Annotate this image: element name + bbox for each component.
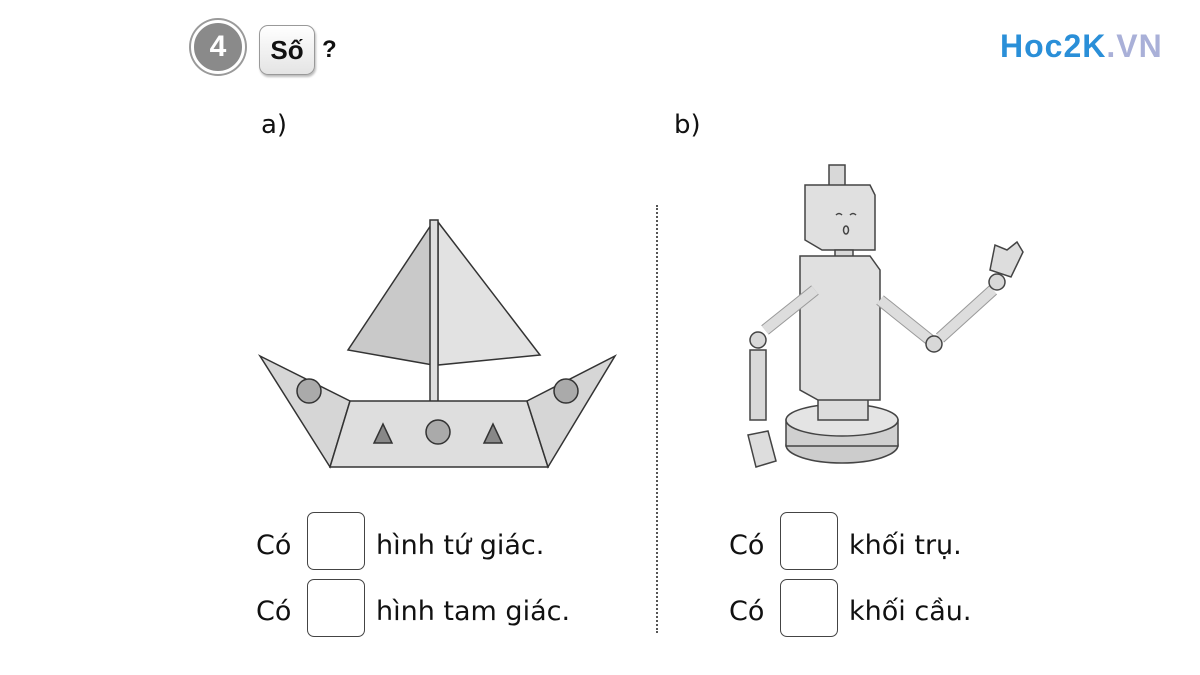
part-a-row1-answer-box[interactable] <box>307 512 365 570</box>
question-mark: ? <box>322 36 337 63</box>
part-a-row2-suffix: hình tam giác. <box>376 596 571 627</box>
dotted-divider <box>656 205 658 633</box>
boat-illustration <box>257 219 618 469</box>
part-a-row2-answer-box[interactable] <box>307 579 365 637</box>
part-a-row2-prefix: Có <box>256 596 292 627</box>
part-b-row1-answer-box[interactable] <box>780 512 838 570</box>
part-b-label: b) <box>674 110 701 140</box>
robot-illustration <box>747 164 1024 468</box>
part-a-row1-suffix: hình tứ giác. <box>376 530 545 561</box>
logo-part2: .VN <box>1106 28 1163 64</box>
part-b-row2-suffix: khối cầu. <box>849 596 972 627</box>
part-a-label: a) <box>261 110 288 140</box>
part-a-row1-prefix: Có <box>256 530 292 561</box>
part-b-row2-prefix: Có <box>729 596 765 627</box>
logo: Hoc2K.VN <box>1000 28 1163 65</box>
part-b-row1-prefix: Có <box>729 530 765 561</box>
part-b-row1-suffix: khối trụ. <box>849 530 962 561</box>
logo-part1: Hoc2K <box>1000 28 1107 64</box>
exercise-number-badge: 4 <box>191 20 245 74</box>
part-b-row2-answer-box[interactable] <box>780 579 838 637</box>
exercise-title: Số <box>259 25 315 75</box>
